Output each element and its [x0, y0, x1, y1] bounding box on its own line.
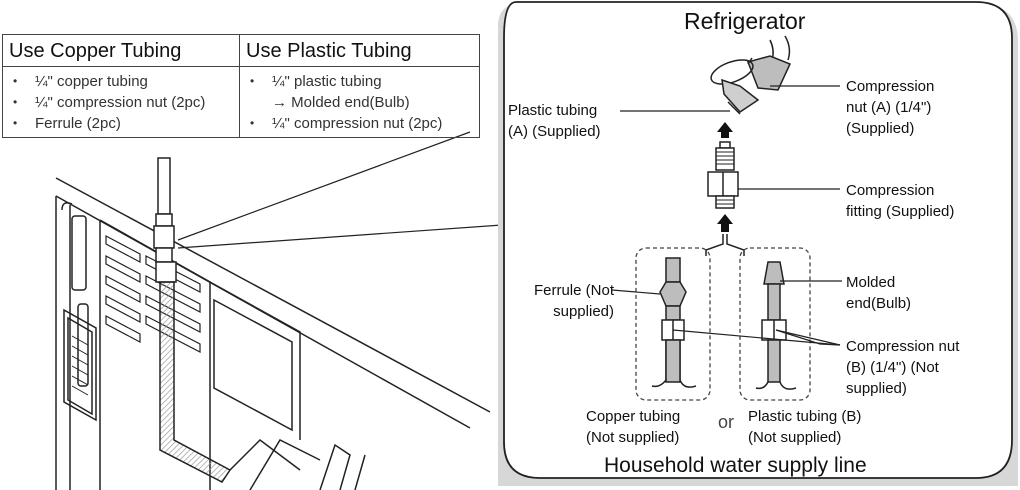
plastic-option-box — [739, 247, 811, 401]
callout-line-bottom — [177, 223, 517, 249]
bullet: • — [250, 116, 255, 130]
plastic-tubing-a — [710, 35, 792, 115]
list-item: •¼" compression nut (2pc) — [250, 115, 443, 132]
list-item: •Ferrule (2pc) — [13, 115, 121, 132]
bullet: • — [250, 74, 255, 88]
up-arrow-top — [717, 122, 733, 138]
list-item: •¼" compression nut (2pc) — [13, 94, 206, 111]
up-arrow-bottom — [717, 214, 733, 232]
list-item: •¼" plastic tubing — [250, 73, 382, 90]
split-line-right — [726, 234, 745, 256]
compression-nut-b-label: Compression nut (B) (1/4") (Not supplied… — [846, 338, 960, 397]
copper-option-box — [635, 247, 711, 401]
list-item: → Molded end(Bulb) — [272, 94, 410, 111]
molded-end-label: Molded end(Bulb) — [846, 274, 912, 312]
ferrule-label: Ferrule (Not supplied) — [533, 282, 614, 320]
bullet: • — [13, 74, 18, 88]
plastic-tubing-with-molded-end — [755, 261, 797, 390]
plastic-tubing-b-label: Plastic tubing (B) (Not supplied) — [748, 408, 862, 446]
compression-nut-a-label: Compression nut (A) (1/4") (Supplied) — [846, 78, 935, 137]
detail-panel — [498, 1, 1018, 486]
list-item: •¼" copper tubing — [13, 73, 148, 90]
water-line-tubing — [153, 157, 232, 483]
tubing-spec-table: Use Copper Tubing Use Plastic Tubing •¼"… — [2, 34, 480, 138]
copper-tubing-label: Copper tubing (Not supplied) — [586, 408, 681, 446]
compression-fitting-label: Compression fitting (Supplied) — [846, 182, 955, 220]
compression-fitting — [707, 141, 739, 209]
split-line-left — [705, 234, 724, 256]
bullet: • — [13, 116, 18, 130]
plastic-tubing-a-label: Plastic tubing (A) (Supplied) — [508, 102, 601, 140]
callout-line-top — [177, 131, 471, 241]
copper-tubing-list: •¼" copper tubing •¼" compression nut (2… — [3, 67, 240, 137]
leader-lines — [611, 85, 842, 346]
household-water-supply-title: Household water supply line — [604, 454, 867, 477]
or-label: or — [718, 412, 735, 432]
bullet: • — [13, 95, 18, 109]
copper-tubing-with-ferrule — [651, 257, 697, 388]
copper-tubing-header: Use Copper Tubing — [3, 35, 240, 67]
refrigerator-title: Refrigerator — [684, 8, 806, 34]
plastic-tubing-list: •¼" plastic tubing → Molded end(Bulb) •¼… — [240, 67, 479, 137]
refrigerator-back-illustration — [55, 177, 491, 490]
plastic-tubing-header: Use Plastic Tubing — [240, 35, 479, 67]
